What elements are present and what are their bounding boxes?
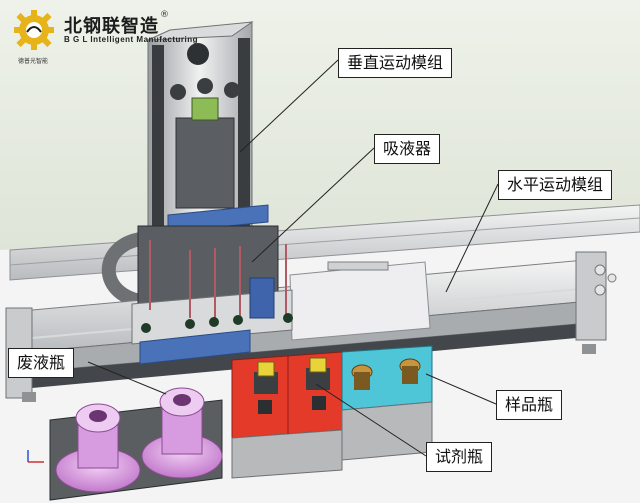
waste-bottle-right bbox=[141, 387, 223, 479]
logo-registered-mark: ® bbox=[160, 10, 169, 20]
label-vertical-module: 垂直运动模组 bbox=[338, 48, 453, 78]
label-reagent-bottle: 试剂瓶 bbox=[426, 442, 493, 472]
leader-waste-bottle bbox=[87, 361, 167, 395]
logo-name: 北钢联智造 bbox=[64, 16, 159, 37]
carriage-plate bbox=[289, 261, 431, 341]
label-horizontal-module: 水平运动模组 bbox=[498, 170, 613, 200]
leader-pipette bbox=[251, 147, 375, 263]
logo-subtitle: B G L Intelligent Manufacturing bbox=[64, 35, 199, 44]
label-sample-bottle: 样品瓶 bbox=[496, 390, 563, 420]
leader-vertical-module bbox=[239, 59, 339, 153]
gear-icon bbox=[14, 10, 54, 50]
column-top-hole bbox=[187, 43, 209, 65]
logo-small-text: 德普光智能 bbox=[17, 58, 48, 65]
waste-bottle-left bbox=[55, 403, 141, 493]
label-pipette: 吸液器 bbox=[374, 134, 441, 164]
sample-block bbox=[341, 345, 433, 461]
company-logo: 北钢联智造 ® B G L Intelligent Manufacturing … bbox=[8, 8, 198, 65]
reagent-block bbox=[231, 351, 343, 479]
label-waste-bottle: 废液瓶 bbox=[8, 348, 75, 378]
leader-reagent-bottle bbox=[315, 383, 427, 457]
leader-horizontal-module bbox=[445, 183, 499, 293]
leader-sample-bottle bbox=[425, 373, 497, 405]
cable-loop bbox=[101, 231, 151, 309]
